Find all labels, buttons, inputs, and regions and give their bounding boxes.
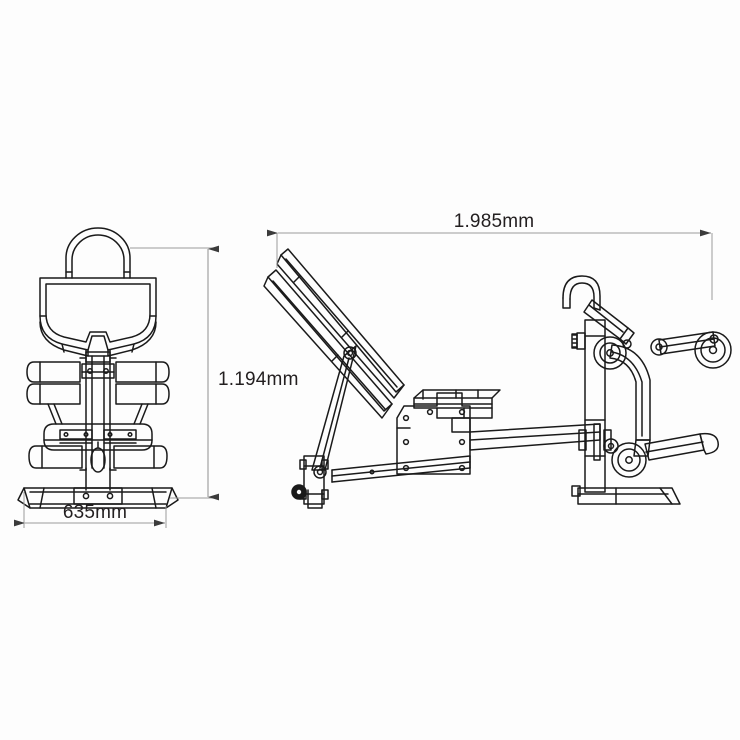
center-detail xyxy=(90,441,106,473)
lower-roller-pad-pair xyxy=(28,445,168,469)
second-roller-pad-pair xyxy=(26,383,170,405)
backrest-pad xyxy=(39,277,157,357)
roller-support-struts xyxy=(47,403,149,425)
upper-roller-pad xyxy=(694,331,732,369)
main-frame-tube xyxy=(331,423,601,483)
post-clamp xyxy=(81,363,115,379)
transport-wheel xyxy=(291,484,307,500)
adjustment-knob xyxy=(571,332,586,350)
pivot-hub-lower xyxy=(603,438,619,454)
dimension-overall-length: 1.985mm xyxy=(267,211,713,300)
adjustment-bracket xyxy=(43,423,153,451)
rear-stabilizer-foot xyxy=(571,485,681,505)
lower-roller-pad xyxy=(611,442,647,478)
backrest-support-strut xyxy=(311,345,357,479)
seat-pad xyxy=(413,389,501,433)
pivot-hub-upper xyxy=(593,336,632,370)
arched-handle xyxy=(65,227,131,279)
dimension-overall-width: 635mm xyxy=(14,492,167,528)
lower-column xyxy=(79,467,117,491)
center-post xyxy=(79,349,117,471)
upper-roller-pad-pair xyxy=(26,361,170,383)
dimension-overall-length-label: 1.985mm xyxy=(454,211,535,232)
dimension-overall-height-label: 1.194mm xyxy=(218,369,299,390)
side-view xyxy=(263,248,732,509)
upper-roller-arm xyxy=(650,331,719,356)
front-view xyxy=(17,227,179,509)
lower-roller-arm xyxy=(644,432,719,461)
inclined-backrest-pad xyxy=(276,248,405,399)
dimension-overall-width-label: 635mm xyxy=(63,502,127,523)
backrest-frame-rail xyxy=(263,269,393,419)
dimension-overall-height: 1.194mm xyxy=(130,245,299,501)
